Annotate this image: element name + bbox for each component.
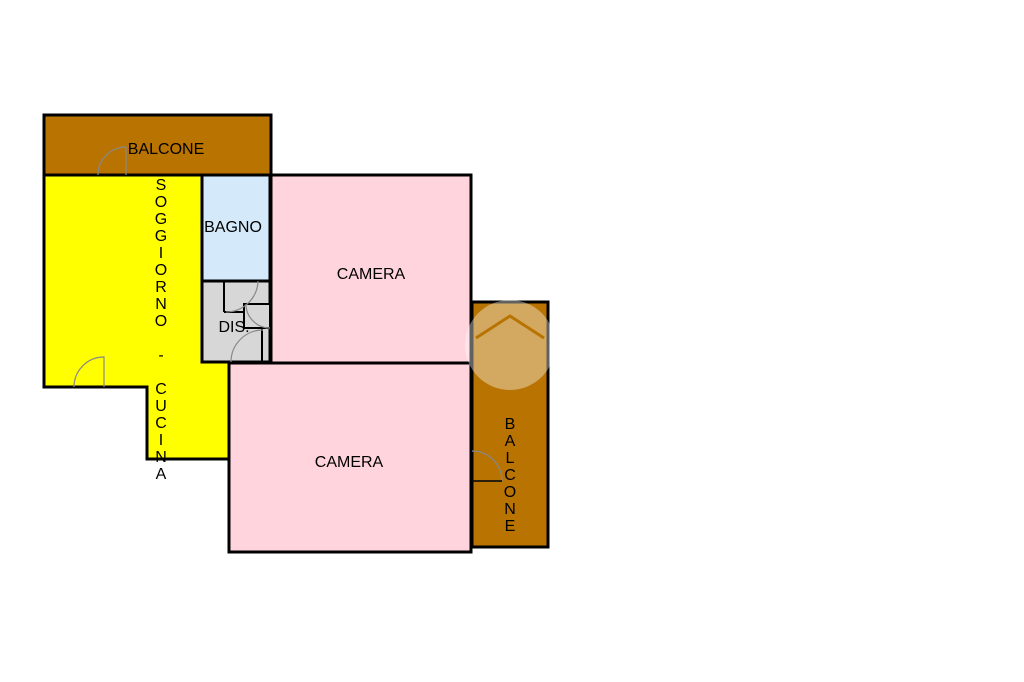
door-arc: [230, 329, 264, 363]
label-balcone-top: BALCONE: [128, 141, 204, 158]
door-arc: [73, 356, 105, 388]
door-arc: [471, 450, 503, 482]
house-icon: [465, 300, 555, 390]
label-camera-top: CAMERA: [337, 266, 406, 283]
room-camera-top: [269, 173, 473, 365]
label-dis: DIS.: [218, 319, 249, 336]
label-camera-bottom: CAMERA: [315, 454, 384, 471]
room-balcone-top: [42, 113, 273, 177]
label-bagno: BAGNO: [204, 219, 262, 236]
door-arc: [245, 303, 271, 329]
door-arc: [97, 146, 127, 176]
door-arc: [225, 280, 259, 313]
room-balcone-right: [470, 300, 550, 549]
